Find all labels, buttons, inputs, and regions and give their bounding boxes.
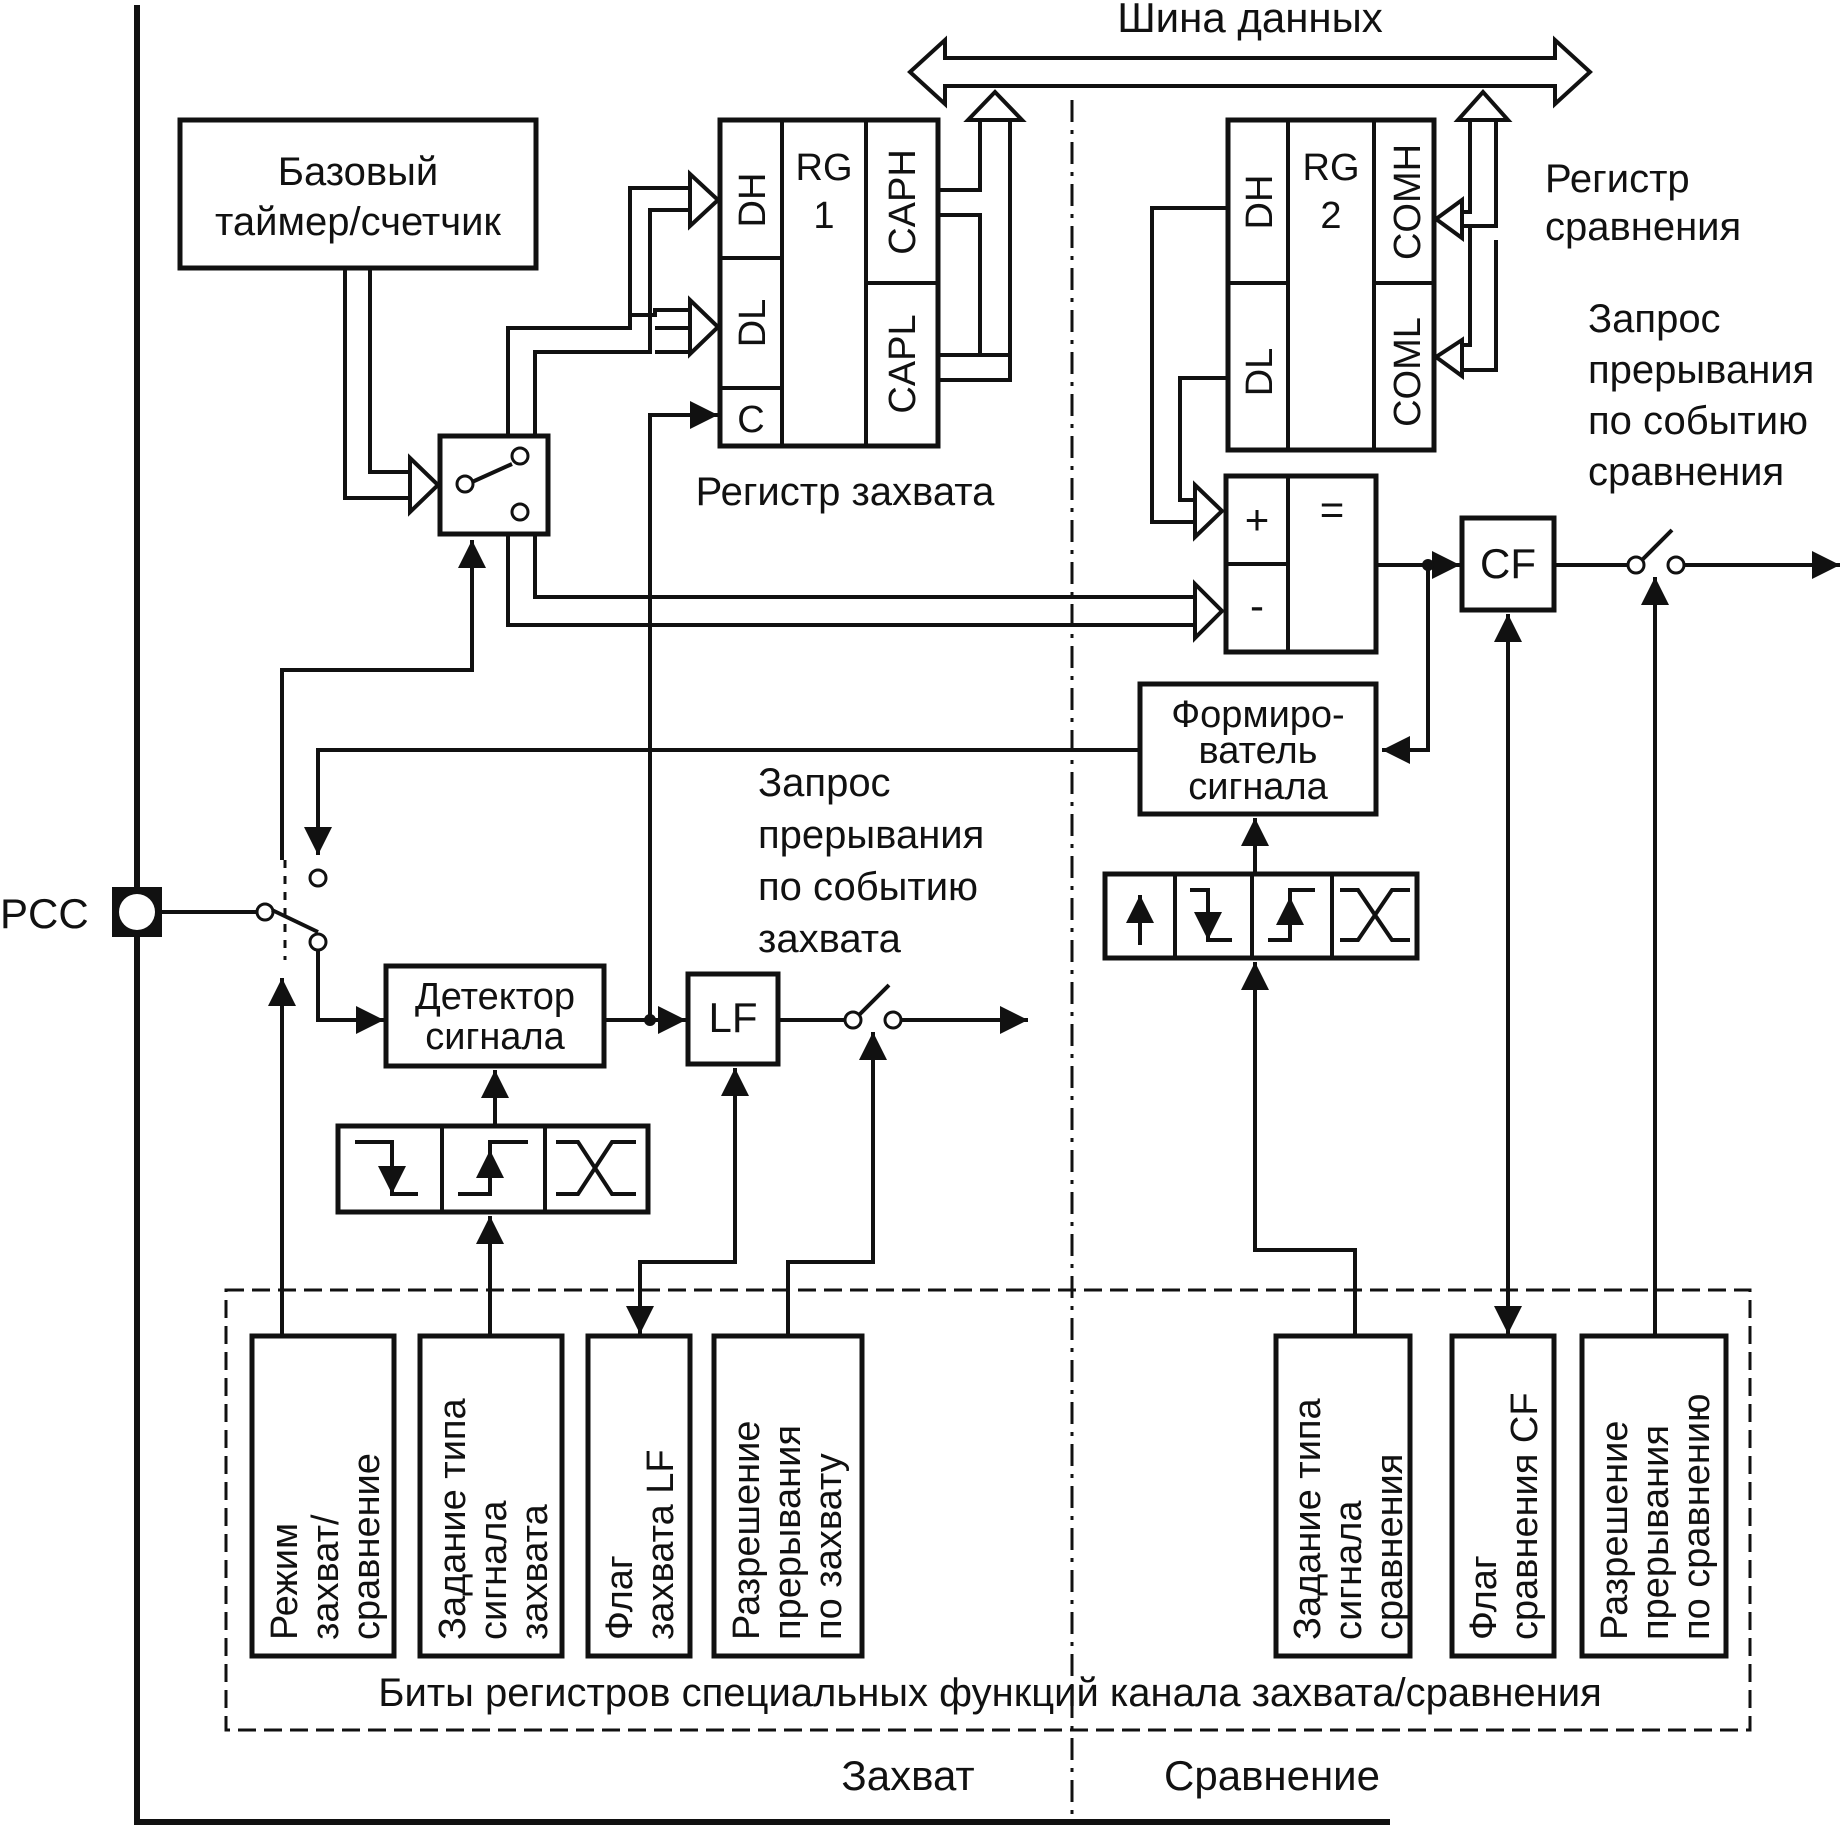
rg2-comh-label: COMH — [1387, 144, 1429, 260]
shaper-label-line3: сигнала — [1188, 766, 1328, 808]
mode-switch — [437, 433, 551, 537]
sfr-bit-compare-flag-cf: Флаг сравнения CF — [1449, 1333, 1557, 1659]
bit-label: прерывания — [1635, 1425, 1677, 1640]
base-timer-block: Базовый таймер/счетчик — [177, 117, 539, 271]
rg2-number: 2 — [1320, 195, 1341, 237]
rg1-number: 1 — [813, 195, 834, 237]
rising-edge-icon — [458, 1140, 528, 1196]
rg1-c-label: C — [737, 399, 764, 441]
bit-label: сравнения CF — [1504, 1392, 1546, 1640]
capture-irq-line2: прерывания — [758, 813, 984, 857]
bit-label: сигнала — [1328, 1500, 1370, 1640]
detector-label-line1: Детектор — [415, 976, 575, 1018]
sfr-bits-caption: Биты регистров специальных функций канал… — [378, 1671, 1602, 1715]
data-bus: Шина данных — [907, 0, 1593, 109]
section-label-compare: Сравнение — [1164, 1752, 1380, 1799]
sfr-bit-capture-flag-lf: Флаг захвата LF — [585, 1333, 693, 1659]
lf-flag-block: LF — [685, 971, 781, 1067]
pcc-pin: PCC — [0, 887, 162, 937]
sfr-bits-container — [224, 1288, 1752, 1732]
compare-register-title-line1: Регистр — [1545, 157, 1690, 201]
falling-edge-icon — [1190, 888, 1232, 942]
frame-rail — [134, 5, 1390, 1825]
bit-label: Задание типа — [432, 1397, 474, 1640]
compare-register-title-line2: сравнения — [1545, 205, 1741, 249]
rg1-dl-label: DL — [732, 299, 774, 348]
bit-label: Флаг — [599, 1555, 641, 1640]
compare-irq-line1: Запрос — [1588, 297, 1721, 341]
signal-shaper: Формиро- ватель сигнала — [1137, 681, 1379, 817]
rg1-capl-label: CAPL — [882, 314, 924, 413]
data-bus-label: Шина данных — [1117, 0, 1383, 41]
bit-label: Флаг — [1463, 1555, 1505, 1640]
bit-label: сравнение — [346, 1453, 388, 1640]
comparator-minus: - — [1250, 582, 1264, 629]
rising-edge-icon — [1268, 888, 1315, 942]
bit-label: сравнения — [1369, 1454, 1411, 1640]
bit-label: Разрешение — [726, 1421, 768, 1640]
capture-irq-line1: Запрос — [758, 761, 891, 805]
sfr-bit-capture-signal-type: Задание типа сигнала захвата — [417, 1333, 565, 1659]
rg1-caph-label: CAPH — [882, 149, 924, 255]
capture-register-title: Регистр захвата — [696, 470, 995, 514]
detector-label-line2: сигнала — [425, 1016, 565, 1058]
base-timer-label-line1: Базовый — [278, 150, 439, 194]
bit-label: по сравнению — [1676, 1393, 1718, 1640]
bit-label: Задание типа — [1287, 1397, 1329, 1640]
compare-irq-line4: сравнения — [1588, 450, 1784, 494]
shaper-label-line2: ватель — [1199, 730, 1318, 772]
compare-irq-line2: прерывания — [1588, 348, 1814, 392]
falling-edge-icon — [355, 1140, 418, 1196]
lf-flag-label: LF — [708, 994, 757, 1041]
bit-label: захвата — [514, 1503, 556, 1640]
bit-label: сигнала — [473, 1500, 515, 1640]
sfr-bit-compare-signal-type: Задание типа сигнала сравнения — [1273, 1333, 1413, 1659]
toggle-edge-icon — [1340, 888, 1410, 942]
bit-label: Разрешение — [1594, 1421, 1636, 1640]
comparator-equal: = — [1320, 486, 1345, 533]
sfr-bit-compare-irq-enable: Разрешение прерывания по сравнению — [1579, 1333, 1729, 1659]
comparator-plus: + — [1245, 496, 1270, 543]
rg1-dh-label: DH — [732, 173, 774, 228]
compare-irq-line3: по событию — [1588, 399, 1808, 443]
signal-detector: Детектор сигнала — [383, 963, 607, 1069]
shaper-label-line1: Формиро- — [1171, 694, 1344, 736]
bit-label: захват/ — [305, 1514, 347, 1640]
sfr-bit-capture-compare-mode: Режим захват/ сравнение — [249, 1333, 397, 1659]
compare-edge-selector — [1102, 871, 1420, 961]
capture-irq-line4: захвата — [758, 917, 902, 961]
cf-flag-block: CF — [1459, 515, 1557, 613]
capture-register: DH DL C RG 1 CAPH CAPL — [717, 117, 941, 449]
rg1-name: RG — [796, 147, 853, 189]
toggle-edge-icon — [556, 1140, 636, 1196]
bit-label: захвата LF — [640, 1449, 682, 1640]
bit-label: Режим — [264, 1523, 306, 1640]
section-label-capture: Захват — [841, 1752, 974, 1799]
bit-label: прерывания — [767, 1425, 809, 1640]
capture-edge-selector — [335, 1123, 651, 1215]
rg2-dh-label: DH — [1239, 175, 1281, 230]
rg2-dl-label: DL — [1239, 348, 1281, 397]
rg2-coml-label: COML — [1387, 317, 1429, 427]
pcc-pin-label: PCC — [0, 890, 89, 937]
cf-flag-label: CF — [1480, 540, 1536, 587]
bit-label: по захвату — [808, 1453, 850, 1640]
rg2-name: RG — [1303, 147, 1360, 189]
compare-register: DH DL RG 2 COMH COML — [1225, 117, 1437, 453]
capture-irq-line3: по событию — [758, 865, 978, 909]
sfr-bit-capture-irq-enable: Разрешение прерывания по захвату — [711, 1333, 865, 1659]
base-timer-label-line2: таймер/счетчик — [215, 200, 501, 244]
comparator: + - = — [1223, 473, 1379, 655]
